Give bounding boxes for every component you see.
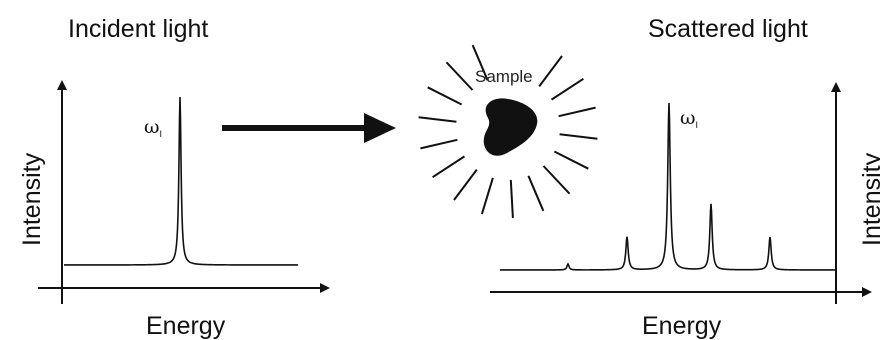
scattered-peak-label: ωI [680,107,698,130]
scattered-spectrum-line [500,102,836,271]
scatter-ray [453,169,478,201]
incident-to-sample-arrow [222,113,396,143]
incident-peak-label: ωI [144,116,162,139]
sample-label: Sample [475,67,533,86]
scatter-ray [427,86,463,106]
scattered-rays [418,44,598,218]
scatter-ray [432,155,466,179]
scatter-ray [418,116,457,123]
scatter-ray [559,133,598,140]
scatter-ray [509,179,514,218]
scatter-ray [420,138,458,150]
incident-xlabel: Energy [146,312,226,340]
scattered-title: Scattered light [648,15,808,43]
scatter-ray [553,150,589,170]
scatter-ray [558,106,596,118]
scatter-ray [542,165,571,195]
scatter-ray [527,175,545,212]
scattered-ylabel: Intensity [858,152,880,246]
incident-ylabel: Intensity [18,152,46,246]
incident-spectrum-line [64,96,298,266]
incident-title: Incident light [68,15,208,43]
scatter-ray [538,55,563,88]
sample-blob [483,98,538,156]
scatter-ray [471,44,489,81]
scatter-ray [445,61,474,91]
scattered-xlabel: Energy [642,312,722,340]
scatter-ray [480,177,494,215]
scatter-ray [550,77,584,101]
